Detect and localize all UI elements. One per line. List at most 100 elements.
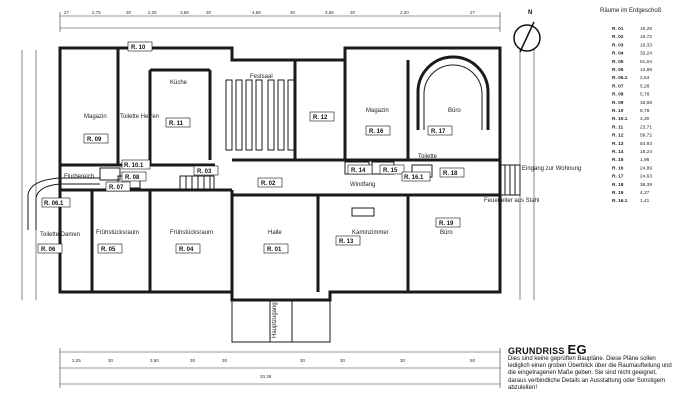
bottom-dimension-lines xyxy=(59,348,501,388)
dim-top-10: 2,20 xyxy=(400,10,409,15)
dim-top-3: 2,25 xyxy=(148,10,157,15)
dim-bot-9: 50 xyxy=(470,358,476,363)
legend-room-area: 16,33 xyxy=(640,42,652,48)
fireplace xyxy=(351,207,375,217)
room-name-kaminzimmer: Kaminzimmer xyxy=(352,230,389,236)
legend-room-area: 24,89 xyxy=(640,165,652,171)
legend-room-id: R. 11 xyxy=(612,124,624,130)
legend-room-area: 18,72 xyxy=(640,34,652,40)
room-id-r01: R. 01 xyxy=(267,247,282,253)
room-id-r09: R. 09 xyxy=(87,137,102,143)
dim-bot-2: 3,50 xyxy=(150,358,159,363)
note-hauptzugang: Hauptzugang xyxy=(272,302,278,338)
legend-room-area: 24,63 xyxy=(640,174,652,180)
room-name-fruehstuecksraum-2: Frühstücksraum xyxy=(170,230,213,236)
room-id-r18: R. 18 xyxy=(443,171,458,177)
legend-title: Räume im Erdgeschoß xyxy=(600,8,662,14)
note-feuerleiter: Feuerleiter aus Stahl xyxy=(484,198,539,204)
legend-room-area: 59,72 xyxy=(640,133,652,139)
east-entrance xyxy=(499,164,521,196)
dim-bot-1: 30 xyxy=(108,358,114,363)
plan-title-prefix: GRUNDRISS xyxy=(508,346,565,356)
legend-room-id: R. 12 xyxy=(612,133,624,139)
dim-top-0: 27 xyxy=(64,10,70,15)
legend-room-id: R. 16 xyxy=(612,165,624,171)
legend-room-area: 5,28 xyxy=(640,83,650,89)
room-id-r11: R. 11 xyxy=(169,121,184,127)
room-id-tags: R. 09 R. 10 R. 11 R. 12 R. 16 R. 17 R. 1… xyxy=(37,41,465,254)
legend-room-id: R. 13 xyxy=(612,141,624,147)
dim-top-4: 3,68 xyxy=(180,10,189,15)
room-name-magazin-west: Magazin xyxy=(84,114,107,120)
north-label: N xyxy=(528,10,532,16)
room-id-r13: R. 13 xyxy=(339,239,354,245)
room-id-r04: R. 04 xyxy=(179,247,194,253)
staircase xyxy=(179,175,215,191)
legend-room-area: 4,20 xyxy=(640,116,650,122)
room-name-halle: Halle xyxy=(268,230,282,236)
room-id-r16: R. 16 xyxy=(369,129,384,135)
dim-top-9: 30 xyxy=(350,10,356,15)
legend-room-id: R. 02 xyxy=(612,34,624,40)
room-id-r12: R. 12 xyxy=(313,115,328,121)
room-id-r10: R. 10 xyxy=(131,45,146,51)
note-windfang: Windfang xyxy=(350,182,375,188)
plan-notes: Flurbereich Windfang Eingang zur Wohnung… xyxy=(64,166,581,338)
legend-room-id: R. 16.1 xyxy=(612,198,628,204)
room-id-r16-1: R. 16.1 xyxy=(404,175,424,181)
room-id-r15: R. 15 xyxy=(383,168,398,174)
room-id-r19: R. 19 xyxy=(439,221,454,227)
legend-room-id: R. 06 xyxy=(612,67,624,73)
legend-room-id: R. 17 xyxy=(612,174,624,180)
legend-room-area: 8,78 xyxy=(640,108,650,114)
room-name-buero-south: Büro xyxy=(440,230,453,236)
room-name-fruehstuecksraum-1: Frühstücksraum xyxy=(96,230,139,236)
plan-title-main: EG xyxy=(567,342,587,357)
legend-room-id: R. 09 xyxy=(612,100,624,106)
legend-room-area: 16,26 xyxy=(640,26,652,32)
legend-room-area: 16,68 xyxy=(640,100,652,106)
bottom-dimension-labels: 2,25 30 3,50 30 30 30 20,38 30 30 50 xyxy=(72,358,476,379)
legend-room-area: 18,24 xyxy=(640,149,652,155)
room-id-r05: R. 05 xyxy=(101,247,116,253)
room-id-r08: R. 08 xyxy=(125,175,140,181)
legend-room-area: 33,24 xyxy=(640,51,652,57)
dim-bot-5: 30 xyxy=(300,358,306,363)
room-id-r03: R. 03 xyxy=(197,169,212,175)
room-name-buero-north: Büro xyxy=(448,108,461,114)
legend-room-area: 5,78 xyxy=(640,92,650,98)
top-dimension-labels: 27 2,75 30 2,25 3,68 30 4,68 30 3,66 30 … xyxy=(64,10,476,15)
note-eingang: Eingang zur Wohnung xyxy=(522,166,581,172)
room-name-toilette-herren: Toilette Herren xyxy=(120,114,159,120)
dim-top-7: 30 xyxy=(290,10,296,15)
flurbereich-ramp xyxy=(27,177,100,230)
legend-room-area: 2,64 xyxy=(640,75,650,81)
room-name-kueche: Küche xyxy=(170,80,188,86)
legend-room-id: R. 03 xyxy=(612,42,624,48)
room-name-festsaal: Festsaal xyxy=(250,74,273,80)
legend-room-id: R. 18 xyxy=(612,182,624,188)
north-arrow-icon: N xyxy=(513,10,541,53)
legend-room-area: 54,93 xyxy=(640,141,652,147)
room-id-r06: R. 06 xyxy=(41,247,56,253)
legend-room-area: 12,89 xyxy=(640,67,652,73)
room-name-labels: Magazin Toilette Herren Küche Festsaal M… xyxy=(40,74,461,238)
legend-room-id: R. 06.1 xyxy=(612,75,628,81)
dim-top-8: 3,66 xyxy=(325,10,334,15)
legend-room-area: 1,41 xyxy=(640,198,650,204)
plan-description: Dies sind keine geprüften Baupläne. Dies… xyxy=(508,356,672,391)
room-id-r14: R. 14 xyxy=(351,168,366,174)
room-name-magazin-east: Magazin xyxy=(366,108,389,114)
legend-room-id: R. 05 xyxy=(612,59,624,65)
legend-room-area: 36,39 xyxy=(640,182,652,188)
dim-bot-6: 20,38 xyxy=(260,374,272,379)
plan-title: GRUNDRISS EG xyxy=(508,342,587,357)
room-name-toilette: Toilette xyxy=(418,154,438,160)
dim-top-11: 27 xyxy=(470,10,476,15)
festsaal-seating xyxy=(225,79,295,151)
dim-bot-4: 30 xyxy=(222,358,228,363)
dim-bot-0: 2,25 xyxy=(72,358,81,363)
